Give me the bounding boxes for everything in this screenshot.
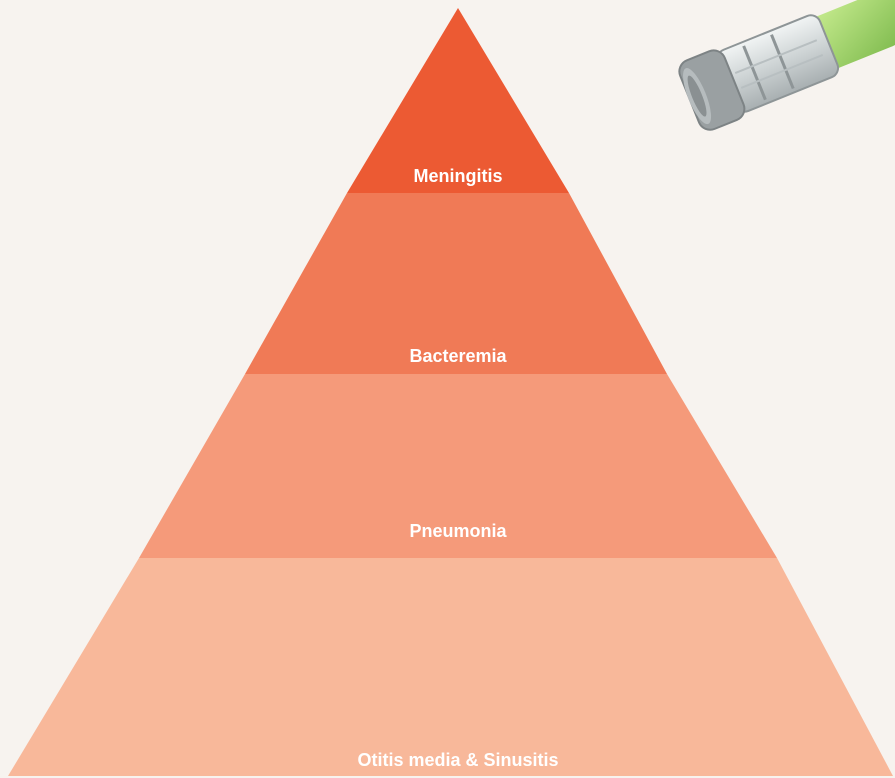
tier-label-meningitis: Meningitis — [414, 166, 503, 186]
tier-label-otitis-sinusitis: Otitis media & Sinusitis — [357, 750, 558, 770]
vaccine-vial-icon — [675, 0, 895, 134]
tier-label-pneumonia: Pneumonia — [409, 521, 507, 541]
pyramid — [8, 8, 893, 776]
pyramid-tier-otitis-sinusitis — [8, 558, 893, 776]
tier-label-bacteremia: Bacteremia — [409, 346, 507, 366]
